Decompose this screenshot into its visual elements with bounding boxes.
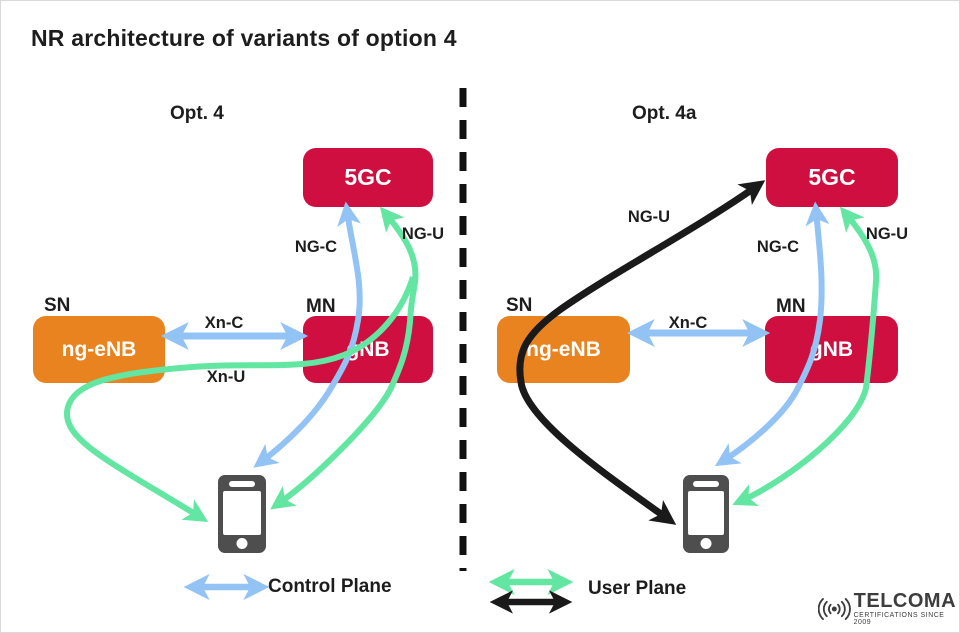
- node-5gc-right: 5GC: [766, 148, 898, 207]
- link-label-xnu-left: Xn-U: [206, 368, 246, 386]
- phone-speaker: [229, 481, 255, 487]
- telcoma-logo: TELCOMA CERTIFICATIONS SINCE 2009: [818, 591, 960, 627]
- link-label-ngu-right: NG-U: [865, 225, 909, 243]
- tag-sn-left: SN: [44, 295, 71, 316]
- link-label-ngu-left: NG-U: [401, 225, 445, 243]
- node-ng-enb-right-label: ng-eNB: [526, 337, 601, 361]
- phone-home-button: [700, 538, 712, 549]
- link-label-ngu-direct-right: NG-U: [627, 208, 671, 226]
- tag-sn-right: SN: [506, 295, 533, 316]
- link-label-xnc-right: Xn-C: [668, 314, 708, 332]
- node-5gc-left: 5GC: [303, 148, 433, 207]
- link-label-xnc-left: Xn-C: [204, 314, 244, 332]
- tag-mn-left: MN: [306, 296, 336, 317]
- legend-control-plane-label: Control Plane: [268, 576, 392, 597]
- logo-tagline-text: CERTIFICATIONS SINCE 2009: [853, 612, 945, 626]
- panel-label-opt4a: Opt. 4a: [632, 103, 697, 124]
- logo-brand-text: TELCOMA: [853, 590, 957, 612]
- phone-screen: [688, 491, 724, 535]
- node-gnb-right-label: gNB: [809, 337, 854, 361]
- node-ng-enb-left-label: ng-eNB: [61, 337, 137, 361]
- node-ng-enb-left: ng-eNB: [33, 316, 165, 383]
- legend-user-plane-label: User Plane: [588, 578, 687, 599]
- smartphone-icon: [218, 475, 266, 553]
- node-5gc-left-label: 5GC: [344, 164, 392, 190]
- node-gnb-right: gNB: [765, 316, 898, 383]
- smartphone-icon: [683, 475, 729, 553]
- node-gnb-left-label: gNB: [346, 337, 390, 361]
- phone-screen: [223, 491, 261, 535]
- link-label-ngc-right: NG-C: [756, 238, 800, 256]
- node-gnb-left: gNB: [303, 316, 433, 383]
- signal-waves-icon: [818, 597, 851, 620]
- page-title: NR architecture of variants of option 4: [31, 25, 457, 51]
- link-label-ngc-left: NG-C: [294, 238, 338, 256]
- panel-label-opt4: Opt. 4: [170, 103, 224, 124]
- tag-mn-right: MN: [776, 296, 806, 317]
- phone-home-button: [236, 538, 248, 549]
- node-ng-enb-right: ng-eNB: [497, 316, 630, 383]
- phone-speaker: [693, 481, 719, 487]
- node-5gc-right-label: 5GC: [808, 164, 856, 190]
